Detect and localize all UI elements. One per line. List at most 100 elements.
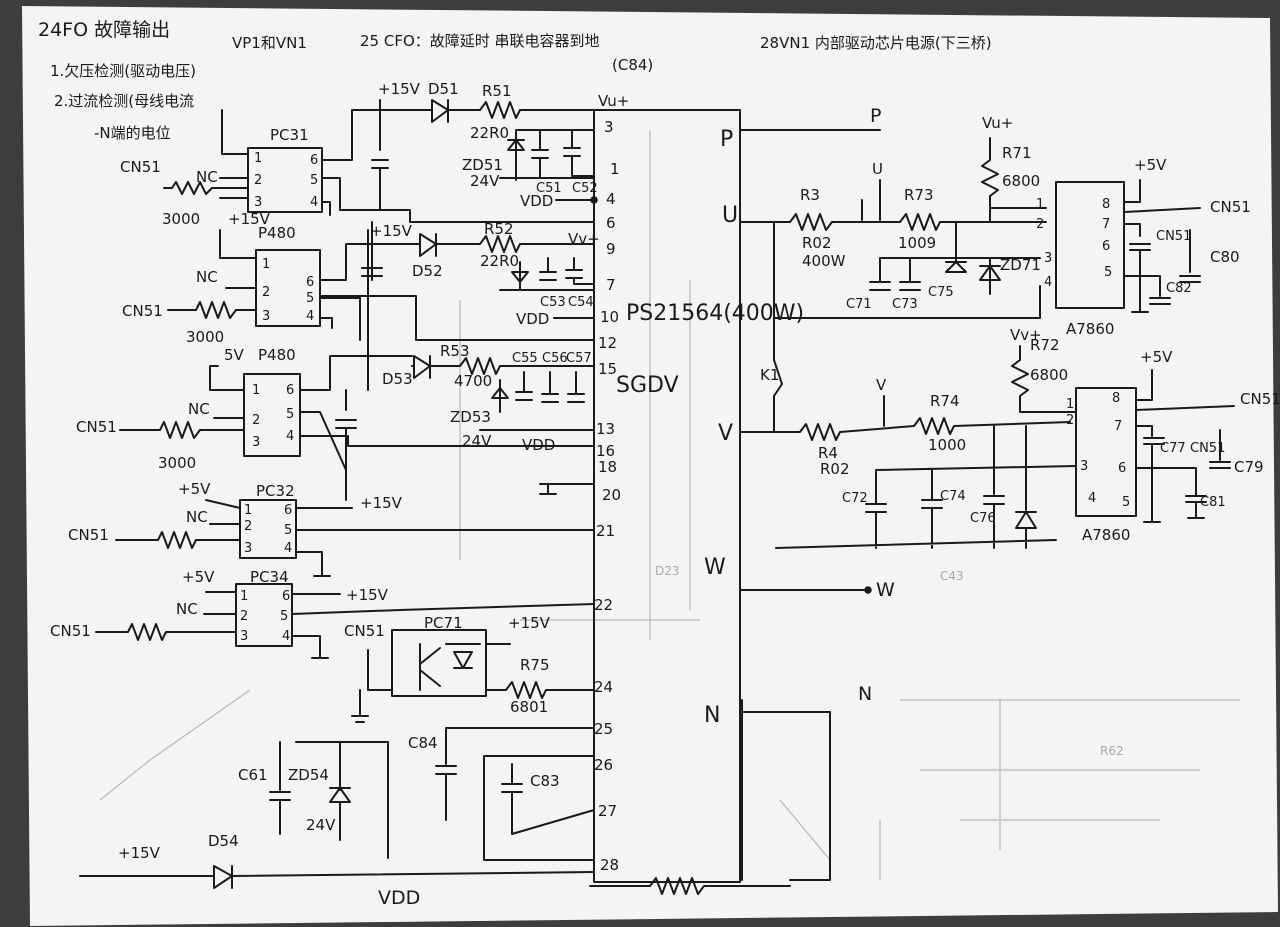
svg-text:C82: C82	[1166, 281, 1192, 296]
note-oc: 2.过流检测(母线电流	[54, 92, 194, 110]
svg-text:ZD53: ZD53	[450, 408, 491, 426]
svg-text:D51: D51	[428, 80, 459, 98]
svg-text:3000: 3000	[186, 328, 224, 346]
cn51-b: CN51	[122, 302, 163, 320]
v-phase-sense: K1 V R74 1000 R4 R02 Vv+ R72 6800 C72 C7…	[739, 317, 1280, 549]
svg-text:C72: C72	[842, 491, 868, 506]
cn51-d: CN51	[68, 526, 109, 544]
svg-text:NC: NC	[186, 508, 208, 526]
bleed-through: C43 D23 R62	[99, 130, 1240, 880]
pin-6: 6	[606, 214, 616, 232]
note-n: -N端的电位	[94, 124, 171, 142]
svg-text:R02: R02	[820, 460, 850, 478]
svg-text:R53: R53	[440, 342, 470, 360]
pc34-label: PC34	[250, 568, 289, 586]
svg-text:Vv+: Vv+	[1010, 326, 1042, 344]
svg-text:2: 2	[254, 173, 262, 188]
svg-text:R52: R52	[484, 220, 514, 238]
cn51-c: CN51	[76, 418, 117, 436]
opto-p480-b: 5V P480 1 2 3 6 5 4 NC CN51 3000	[76, 346, 595, 472]
svg-text:C75: C75	[928, 285, 954, 300]
svg-text:R3: R3	[800, 186, 820, 204]
svg-text:1: 1	[254, 151, 262, 166]
svg-text:C52: C52	[572, 181, 598, 196]
cn51-e: CN51	[50, 622, 91, 640]
svg-text:+5V: +5V	[178, 480, 211, 498]
svg-text:2: 2	[262, 285, 270, 300]
svg-text:R72: R72	[1030, 336, 1060, 354]
svg-text:6: 6	[1102, 239, 1110, 254]
d53-block: D53 R53 4700 C55 C56 C57 ZD53 24V VDD	[335, 342, 595, 501]
out-u-label: U	[722, 203, 738, 228]
svg-text:+15V: +15V	[360, 494, 403, 512]
pin-25: 25	[594, 720, 613, 738]
pc71-fo-block: CN51 PC71 +15V R75 6801	[344, 614, 595, 723]
pin-4: 4	[606, 190, 616, 208]
svg-text:C53: C53	[540, 295, 566, 310]
pin-1: 1	[610, 160, 620, 178]
svg-text:5: 5	[310, 173, 318, 188]
svg-text:C80: C80	[1210, 248, 1240, 266]
ic-main-sub: SGDV	[616, 373, 679, 398]
svg-text:C43: C43	[940, 569, 964, 583]
svg-text:3: 3	[244, 541, 252, 556]
svg-text:VDD: VDD	[520, 192, 553, 210]
svg-text:2: 2	[252, 413, 260, 428]
svg-text:NC: NC	[188, 400, 210, 418]
svg-text:6: 6	[1118, 461, 1126, 476]
svg-text:+15V: +15V	[346, 586, 389, 604]
svg-text:3: 3	[252, 435, 260, 450]
svg-text:D52: D52	[412, 262, 443, 280]
svg-text:4: 4	[286, 429, 294, 444]
svg-text:R73: R73	[904, 186, 934, 204]
svg-text:4: 4	[284, 541, 292, 556]
note-c84: (C84)	[612, 56, 653, 74]
p480-b-label: P480	[258, 346, 296, 364]
svg-text:7: 7	[1102, 217, 1110, 232]
svg-text:C76: C76	[970, 511, 996, 526]
svg-text:4: 4	[1088, 491, 1096, 506]
cn51-a: CN51	[120, 158, 161, 176]
svg-text:6801: 6801	[510, 698, 548, 716]
svg-text:400W: 400W	[802, 252, 846, 270]
svg-text:K1: K1	[760, 366, 779, 384]
svg-text:C56: C56	[542, 351, 568, 366]
svg-text:R74: R74	[930, 392, 960, 410]
svg-text:5: 5	[284, 523, 292, 538]
svg-text:1: 1	[244, 503, 252, 518]
svg-text:22R0: 22R0	[470, 124, 509, 142]
opto-pc31: PC31 1 2 3 6 5 4 NC CN51 3000	[120, 109, 595, 228]
svg-text:C55: C55	[512, 351, 538, 366]
svg-text:3: 3	[262, 309, 270, 324]
svg-text:6: 6	[306, 275, 314, 290]
pc71-label: PC71	[424, 614, 463, 632]
terminal-w: W	[876, 579, 895, 601]
header-notes: 24FO 故障输出 VP1和VN1 25 CFO：故障延时 串联电容器到地 (C…	[38, 19, 992, 142]
svg-text:3: 3	[1044, 251, 1052, 266]
svg-text:C81: C81	[1200, 495, 1226, 510]
svg-text:NC: NC	[196, 168, 218, 186]
p480-a-label: P480	[258, 224, 296, 242]
svg-text:C51: C51	[536, 181, 562, 196]
opto-pc32: PC32 +5V 1 2 3 6 5 4 +15V NC CN51	[68, 480, 595, 577]
svg-text:3: 3	[254, 195, 262, 210]
svg-text:CN51: CN51	[1240, 390, 1280, 408]
svg-text:5V: 5V	[224, 346, 245, 364]
svg-text:R02: R02	[802, 234, 832, 252]
svg-text:Vu+: Vu+	[598, 92, 629, 110]
svg-text:3000: 3000	[162, 210, 200, 228]
svg-text:6: 6	[310, 153, 318, 168]
svg-text:CN51: CN51	[344, 622, 385, 640]
svg-text:CN51: CN51	[1156, 229, 1191, 244]
svg-text:24V: 24V	[462, 432, 492, 450]
svg-text:4: 4	[282, 629, 290, 644]
pin-21: 21	[596, 522, 615, 540]
d51-block: +15V D51 R51 22R0 Vu+ ZD51 24V C51 C52 V…	[371, 80, 629, 211]
svg-text:CN51: CN51	[1190, 441, 1225, 456]
svg-text:R4: R4	[818, 444, 838, 462]
note-vn1: 28VN1 内部驱动芯片电源(下三桥)	[760, 34, 992, 52]
svg-text:8: 8	[1102, 197, 1110, 212]
svg-text:1: 1	[1066, 397, 1074, 412]
